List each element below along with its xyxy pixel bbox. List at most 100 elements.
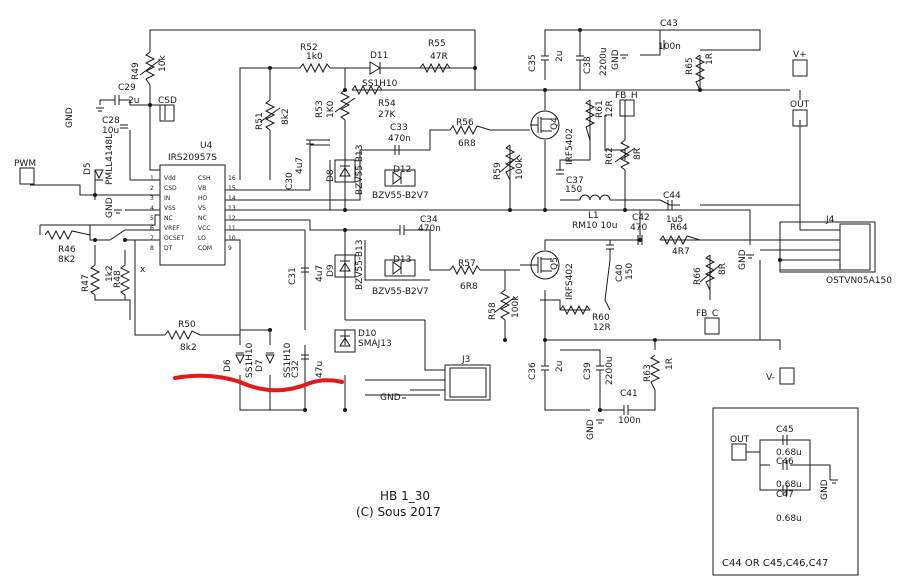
label-c41-val: 100n <box>618 416 641 426</box>
label-c32-ref: C32 <box>291 360 301 378</box>
label-r52-val: 1k0 <box>306 52 323 62</box>
capacitor-c41 <box>620 405 640 415</box>
pin-number: 11 <box>228 225 236 232</box>
pot-arrow <box>494 296 516 313</box>
diode-d7 <box>265 352 275 365</box>
diode-d11 <box>369 61 395 75</box>
label-c29-val: 2u <box>128 96 139 106</box>
resistor-r57 <box>449 264 481 276</box>
port-fbh-box <box>619 99 635 117</box>
label-r51-val: 8k2 <box>281 108 291 125</box>
label-j4-val: OSTVN05A150 <box>826 276 892 286</box>
resistor-r54 <box>351 84 383 96</box>
capacitor-c46 <box>782 460 788 470</box>
labels: U4 IRS20957S Vdd CSD IN VSS NC VREF OCSE… <box>14 19 892 569</box>
pin-label: VSS <box>164 205 176 212</box>
diode-d13 <box>384 259 416 277</box>
junction-dot <box>93 193 97 197</box>
label-c43-ref: C43 <box>660 19 678 29</box>
label-r54-ref: R54 <box>378 99 396 109</box>
capacitor-c31 <box>301 267 309 273</box>
junction-dot <box>268 328 272 332</box>
pin-label: Vdd <box>164 175 176 182</box>
label-r54-val: 27K <box>378 110 396 120</box>
pin-number: 13 <box>228 205 236 212</box>
label-d11-ref: D11 <box>370 51 388 61</box>
resistor-r49 <box>144 51 156 86</box>
diode-d9 <box>334 254 356 278</box>
pin-number: 12 <box>228 215 236 222</box>
label-d5-ref: D5 <box>83 162 93 175</box>
label-r60-val: 12R <box>593 323 611 333</box>
label-j3-ref: J3 <box>461 355 470 365</box>
junction-dot <box>543 208 547 212</box>
junction-dot <box>623 208 627 212</box>
label-c44-ref: C44 <box>663 191 681 201</box>
pin-number: 9 <box>228 245 232 252</box>
port-fbc-box <box>704 317 720 335</box>
resistor-r52 <box>299 62 331 74</box>
resistor-r64 <box>659 234 701 246</box>
label-q4-ref: Q4 <box>550 117 560 130</box>
pin-label: IN <box>164 195 170 202</box>
label-d10-val: SMAJ13 <box>358 339 392 349</box>
label-r58-val: 100k <box>511 295 521 318</box>
port-csd-label: CSD <box>158 96 177 106</box>
ground-symbol <box>114 209 122 214</box>
ground-symbol <box>596 419 604 424</box>
pin-label: COM <box>198 245 212 252</box>
port-csd-box <box>159 104 175 122</box>
diode-d6 <box>235 352 245 365</box>
junction-dot <box>543 88 547 92</box>
label-r47-val: 1k2 <box>105 265 115 282</box>
label-r49-ref: R49 <box>131 62 141 80</box>
label-r56-val: 6R8 <box>458 139 476 149</box>
junction-dot <box>598 408 602 412</box>
label-r65-val: 1R <box>705 53 715 65</box>
junction-dot <box>508 208 512 212</box>
label-c34-ref: C34 <box>420 215 438 225</box>
pin-label: HO <box>198 195 208 202</box>
pin-number: 8 <box>150 245 154 252</box>
label-c33-val: 470n <box>388 134 411 144</box>
ground-symbol <box>96 107 104 112</box>
capacitor-c34 <box>399 225 415 235</box>
pin-number: 1 <box>150 175 154 182</box>
label-r50-val: 8k2 <box>180 343 197 353</box>
pot-arrow <box>334 97 356 113</box>
label-q5-val: IRFS402 <box>565 263 575 300</box>
capacitor-c35 <box>541 45 549 80</box>
label-d7-val: SS1H10 <box>283 342 293 378</box>
pin-label: NC <box>164 215 173 222</box>
pin-number: 3 <box>150 195 154 202</box>
label-c38-ref: C38 <box>583 56 593 74</box>
junction-dot <box>343 208 347 212</box>
label-c32-val: 47u <box>315 361 325 378</box>
label-r60-ref: R60 <box>592 313 610 323</box>
label-d6-ref: D6 <box>223 359 233 372</box>
pin-label: VREF <box>164 225 180 232</box>
label-c37-val: 150 <box>565 185 582 195</box>
label-r50-ref: R50 <box>178 320 196 330</box>
capacitor-c39 <box>596 360 604 390</box>
gnd-label: GND <box>611 49 621 70</box>
label-c30-ref: C30 <box>285 172 295 190</box>
pin-label: NC <box>198 215 207 222</box>
label-r55-val: 47R <box>430 52 448 62</box>
label-q5-ref: Q5 <box>550 257 560 270</box>
label-c34-val: 470n <box>418 224 441 234</box>
diode-d12 <box>384 169 416 187</box>
capacitor-c45 <box>782 435 788 445</box>
diode-d8 <box>334 159 356 183</box>
label-c39-ref: C39 <box>583 362 593 380</box>
capacitor-c38 <box>576 30 584 90</box>
label-c40-ref: C40 <box>615 264 625 282</box>
highlight-stroke <box>173 373 344 393</box>
junction-dot <box>473 66 477 70</box>
pin-label: VB <box>198 185 206 192</box>
label-j4-ref: J4 <box>825 215 835 225</box>
label-c38-val: 2200u <box>599 47 609 76</box>
junction-dot <box>653 338 657 342</box>
resistor-r63 <box>649 354 661 391</box>
label-r66-val: 8R <box>718 263 728 275</box>
